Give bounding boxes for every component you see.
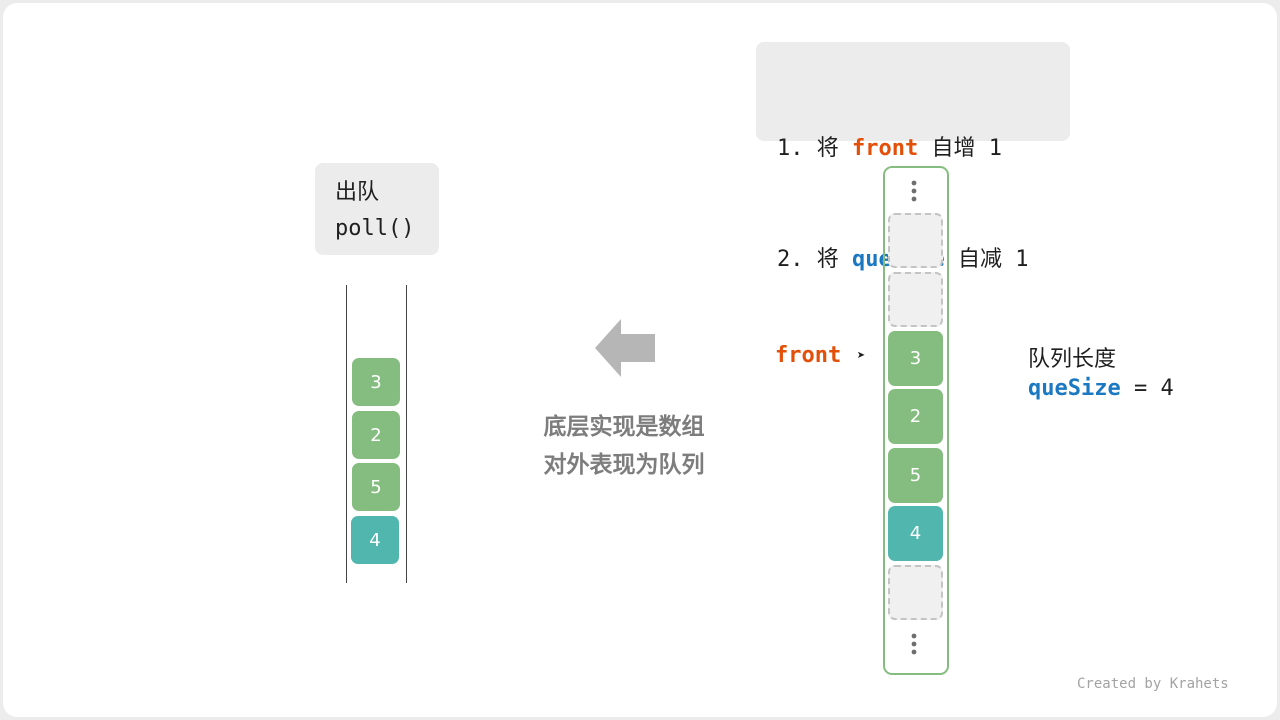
queue-left-wall — [346, 285, 347, 583]
step-1-keyword: front — [851, 136, 919, 161]
credit-text: Created by Krahets — [1077, 676, 1229, 692]
array-container — [883, 166, 949, 675]
queue-right-wall — [406, 285, 407, 583]
operation-method: poll() — [335, 216, 415, 241]
operation-box: 出队 poll() — [315, 163, 439, 255]
array-slot: 5 — [888, 448, 943, 503]
step-2-suffix: 自减 1 — [944, 247, 1029, 272]
step-1: 1. 将 front 自增 1 — [777, 130, 1070, 167]
caption-line-2: 对外表现为队列 — [543, 452, 705, 478]
pointer-arrow-icon: ➤ — [857, 348, 866, 364]
array-slot-empty — [888, 565, 943, 620]
length-var: queSize — [1028, 376, 1121, 401]
length-expression: queSize = 4 — [1028, 376, 1174, 401]
caption-line-1: 底层实现是数组 — [543, 414, 705, 440]
operation-name: 出队 — [335, 180, 380, 205]
caption: 底层实现是数组 对外表现为队列 — [524, 408, 724, 484]
step-1-suffix: 自增 1 — [918, 136, 1002, 161]
array-slot-empty — [888, 272, 943, 327]
array-slot-front: 3 — [888, 331, 943, 386]
queue-item-tail: 4 — [351, 516, 399, 564]
step-2-prefix: 2. 将 — [777, 247, 852, 272]
front-pointer-label: front — [775, 343, 842, 368]
left-arrow-icon — [595, 319, 655, 377]
step-1-prefix: 1. 将 — [777, 136, 852, 161]
steps-box: 1. 将 front 自增 1 2. 将 queSize 自减 1 — [756, 42, 1070, 272]
length-equals: = — [1120, 376, 1161, 401]
queue-item: 5 — [352, 463, 400, 511]
array-slot-empty — [888, 213, 943, 268]
ellipsis-bottom-icon — [911, 633, 917, 655]
queue-item: 3 — [352, 358, 400, 406]
length-title: 队列长度 — [1028, 347, 1117, 372]
array-slot: 2 — [888, 389, 943, 444]
array-slot-tail: 4 — [888, 506, 943, 561]
length-value: 4 — [1160, 376, 1174, 401]
queue-item: 2 — [352, 411, 400, 459]
ellipsis-top-icon — [911, 180, 917, 202]
